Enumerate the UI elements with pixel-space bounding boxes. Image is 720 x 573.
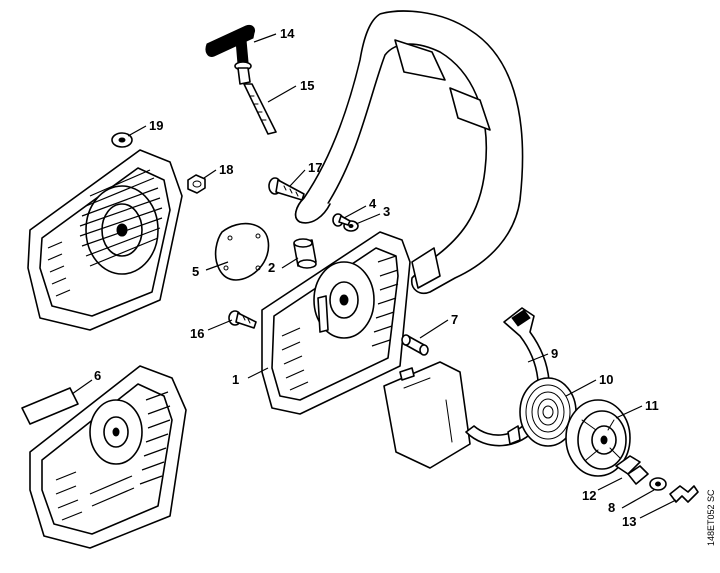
callout-16: 16 — [190, 326, 204, 341]
fan-housing-lower — [29, 365, 187, 549]
drawing-code: 148ET052 SC — [706, 489, 716, 546]
callout-15: 15 — [300, 78, 314, 93]
pin-7 — [401, 334, 429, 356]
cover-plate-5 — [214, 222, 270, 281]
callout-5: 5 — [192, 264, 199, 279]
callout-14: 14 — [280, 26, 295, 41]
label-plate-6 — [21, 387, 79, 425]
leader-lines — [71, 33, 677, 519]
callout-7: 7 — [451, 312, 458, 327]
callout-19: 19 — [149, 118, 163, 133]
pawl-12 — [615, 455, 649, 485]
screw-16 — [228, 310, 257, 329]
screw-4 — [332, 213, 351, 227]
washer-3-hole — [348, 224, 354, 228]
fan-housing-upper — [27, 149, 183, 331]
rope-rotor-11 — [565, 399, 631, 477]
callout-1: 1 — [232, 372, 239, 387]
callout-6: 6 — [94, 368, 101, 383]
callout-2: 2 — [268, 260, 275, 275]
callout-17: 17 — [308, 160, 322, 175]
callout-11: 11 — [645, 398, 659, 413]
starter-rope — [243, 83, 277, 135]
starter-grip — [205, 25, 255, 85]
callout-12: 12 — [582, 488, 596, 503]
callout-8: 8 — [608, 500, 615, 515]
callout-10: 10 — [599, 372, 613, 387]
callout-3: 3 — [383, 204, 390, 219]
fan-housing-main — [261, 231, 411, 415]
callout-13: 13 — [622, 514, 636, 529]
cap-2 — [293, 238, 317, 269]
callout-9: 9 — [551, 346, 558, 361]
spring-clip-13 — [669, 485, 699, 503]
callout-labels: 1 2 3 4 5 6 7 8 9 10 11 12 13 14 15 16 1… — [94, 26, 659, 529]
callout-4: 4 — [369, 196, 377, 211]
starter-cover — [383, 361, 471, 469]
rear-handle — [294, 10, 524, 294]
screw-17 — [268, 177, 305, 201]
nut-18 — [187, 174, 206, 194]
washer-8-hole — [655, 481, 661, 487]
washer-hole — [118, 137, 126, 143]
callout-18: 18 — [219, 162, 233, 177]
